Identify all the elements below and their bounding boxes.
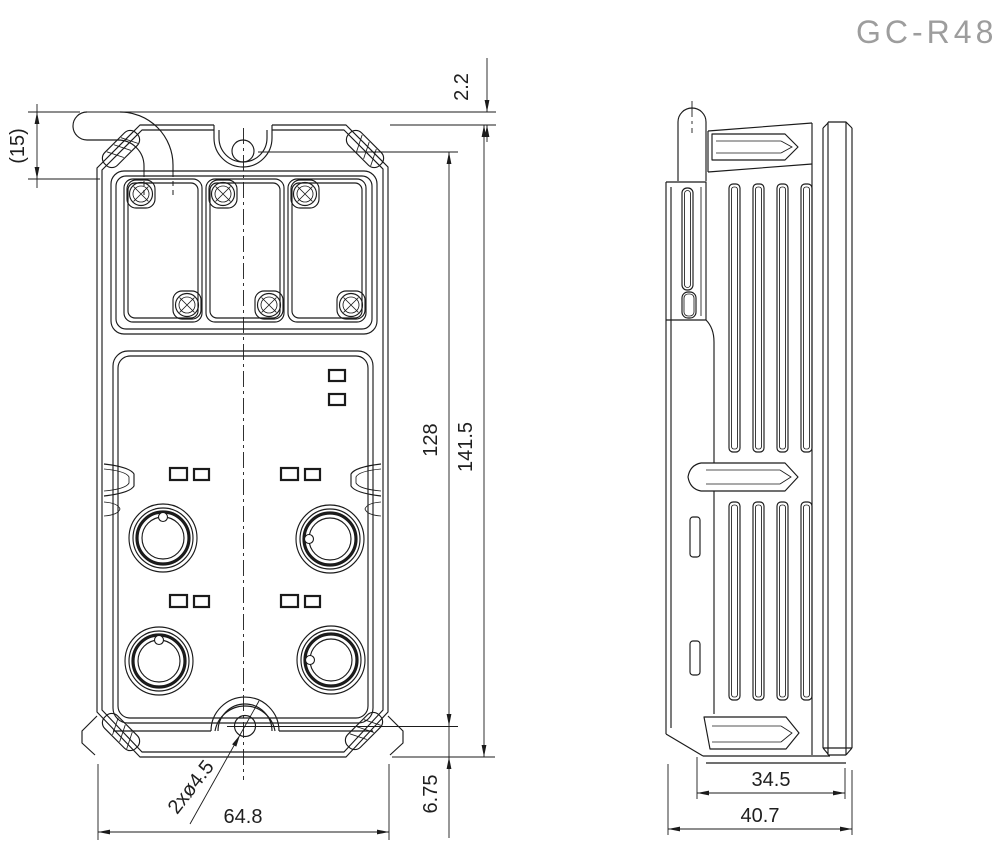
bottom-mount (113, 696, 373, 738)
screw (126, 179, 156, 209)
module-frame-outer (110, 170, 378, 335)
round-connectors (124, 503, 366, 696)
dim-label-hook-height: (15) (7, 128, 29, 164)
screw (254, 290, 284, 320)
connector (128, 503, 198, 573)
connector (295, 504, 365, 574)
dim-hook-height: (15) (7, 104, 100, 188)
front-view (72, 111, 404, 780)
screw (172, 290, 202, 320)
side-hook (677, 107, 707, 181)
panel-outer (112, 350, 374, 724)
top-notch-inner (218, 130, 268, 163)
dim-top-gap: 2.2 (86, 58, 496, 142)
screws (126, 179, 366, 320)
corner-latch-top-right (345, 129, 385, 169)
screw (336, 290, 366, 320)
top-notch-outer (213, 125, 273, 168)
connector (124, 626, 194, 696)
side-flange (665, 181, 715, 757)
corner-latch-top-left (101, 129, 141, 169)
dim-label-side-body-width: 34.5 (752, 769, 791, 791)
module-frame-inner (115, 175, 373, 330)
front-inner-outline (101, 129, 384, 753)
foot-bottom-left (81, 715, 98, 756)
connector (296, 625, 366, 695)
dim-label-hole-pitch: 128 (420, 423, 442, 456)
screw (208, 179, 238, 209)
dim-label-top-gap: 2.2 (451, 73, 473, 101)
dim-hole-bottom-offset: 6.75 (420, 726, 452, 838)
side-clip-left (103, 463, 135, 517)
dim-label-hole-bottom-offset: 6.75 (420, 775, 442, 814)
module-covers (123, 178, 367, 323)
corner-latch-bottom-left (101, 712, 141, 752)
dim-front-width: 64.8 (97, 764, 390, 840)
indicator-windows (168, 368, 347, 609)
dim-side-body-width: 34.5 (696, 757, 846, 799)
dim-label-side-overall-width: 40.7 (741, 805, 780, 827)
rib-slots-upper (728, 183, 813, 453)
side-view (665, 101, 853, 764)
side-clip-right (350, 463, 382, 517)
dim-overall-height: 141.5 (392, 125, 495, 758)
side-base-plate (822, 121, 853, 756)
screw (290, 179, 320, 209)
bottom-mount-hole (233, 714, 257, 738)
dim-hole-pitch: 128 (227, 151, 458, 727)
top-mount-hole (231, 139, 255, 163)
foot-bottom-right (387, 715, 404, 756)
dimensions: (15) 2.2 128 141.5 6.75 (7, 58, 853, 840)
dim-label-overall-height: 141.5 (455, 422, 477, 472)
front-outer-outline (96, 124, 389, 758)
panel-inner (117, 355, 369, 719)
dim-label-front-width: 64.8 (224, 806, 263, 828)
rib-slots-lower (728, 501, 813, 701)
drawing-title: GC-R48 (856, 14, 997, 50)
side-body (687, 122, 846, 764)
dim-side-overall-width: 40.7 (667, 764, 853, 835)
